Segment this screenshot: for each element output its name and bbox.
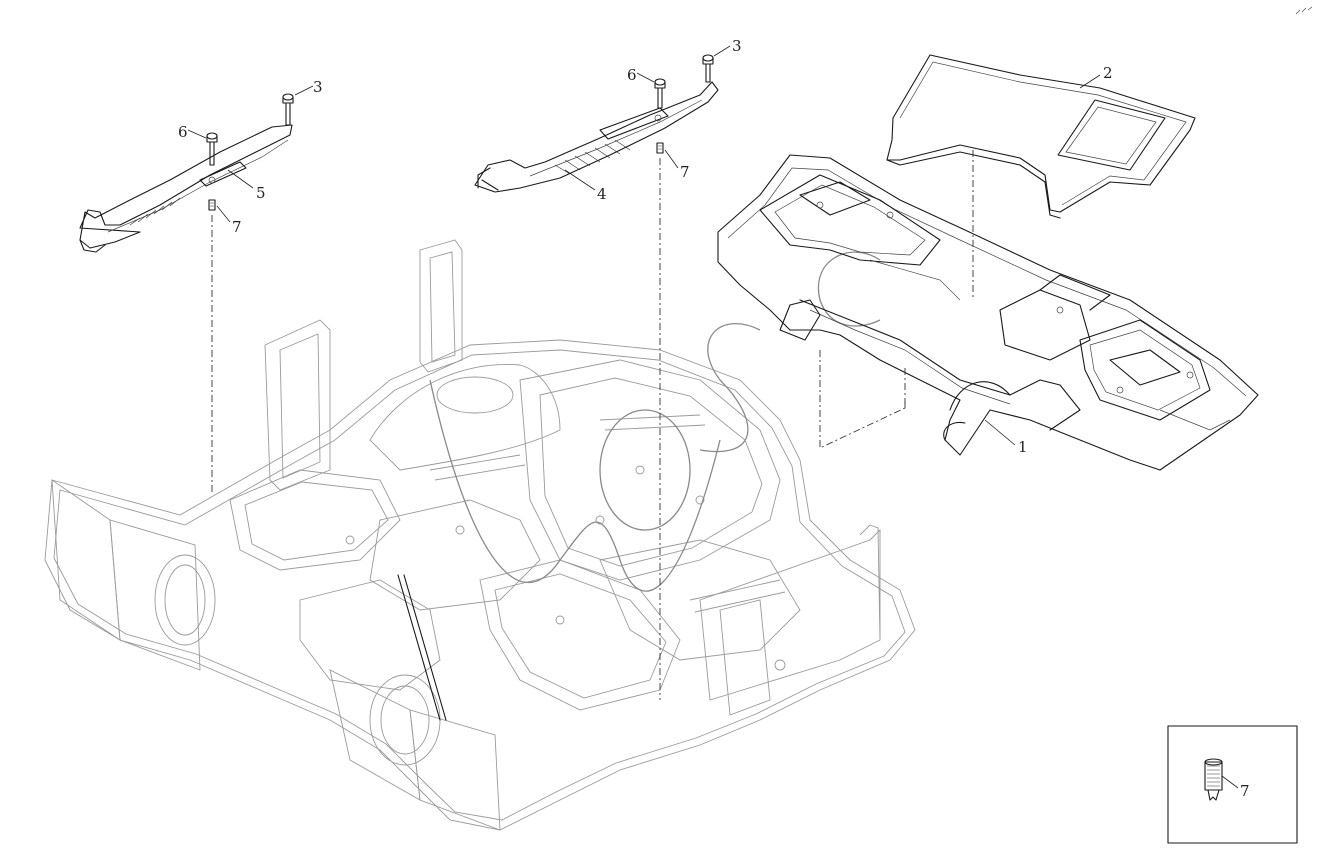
assembly-lines [211, 158, 661, 700]
corner-mark [1295, 6, 1313, 15]
callout-7-inset: 7 [1240, 782, 1250, 800]
callout-3-center: 3 [732, 37, 742, 55]
inset-detail-box [1167, 725, 1298, 844]
clip-7-left [208, 199, 216, 211]
bolt-3-left [282, 93, 294, 126]
part-2-floor-mat [886, 54, 1196, 300]
callout-3-left: 3 [313, 78, 323, 96]
bolt-3-center [702, 54, 714, 83]
clip-7-center [656, 142, 664, 154]
part-1-rear-floor-panel [717, 154, 1259, 471]
floor-pan-assembly [44, 239, 916, 831]
callout-6-left: 6 [178, 123, 188, 141]
callout-2: 2 [1103, 64, 1113, 82]
bolt-6-left [206, 132, 218, 166]
part-5-left-rail [79, 124, 293, 253]
clip-7-detail [1204, 758, 1223, 801]
leader-lines [187, 45, 1239, 789]
callout-4: 4 [597, 185, 607, 203]
callout-labels: 1 2 3 3 4 5 6 6 7 7 7 [178, 37, 1250, 800]
watermark [429, 251, 881, 592]
callout-6-center: 6 [627, 66, 637, 84]
part-4-center-rail [474, 81, 719, 193]
callout-1: 1 [1018, 438, 1028, 456]
callout-5: 5 [256, 184, 266, 202]
callout-7-center: 7 [680, 163, 690, 181]
bolt-6-center [654, 78, 666, 109]
fasteners [206, 54, 714, 211]
callout-7-left: 7 [232, 218, 242, 236]
